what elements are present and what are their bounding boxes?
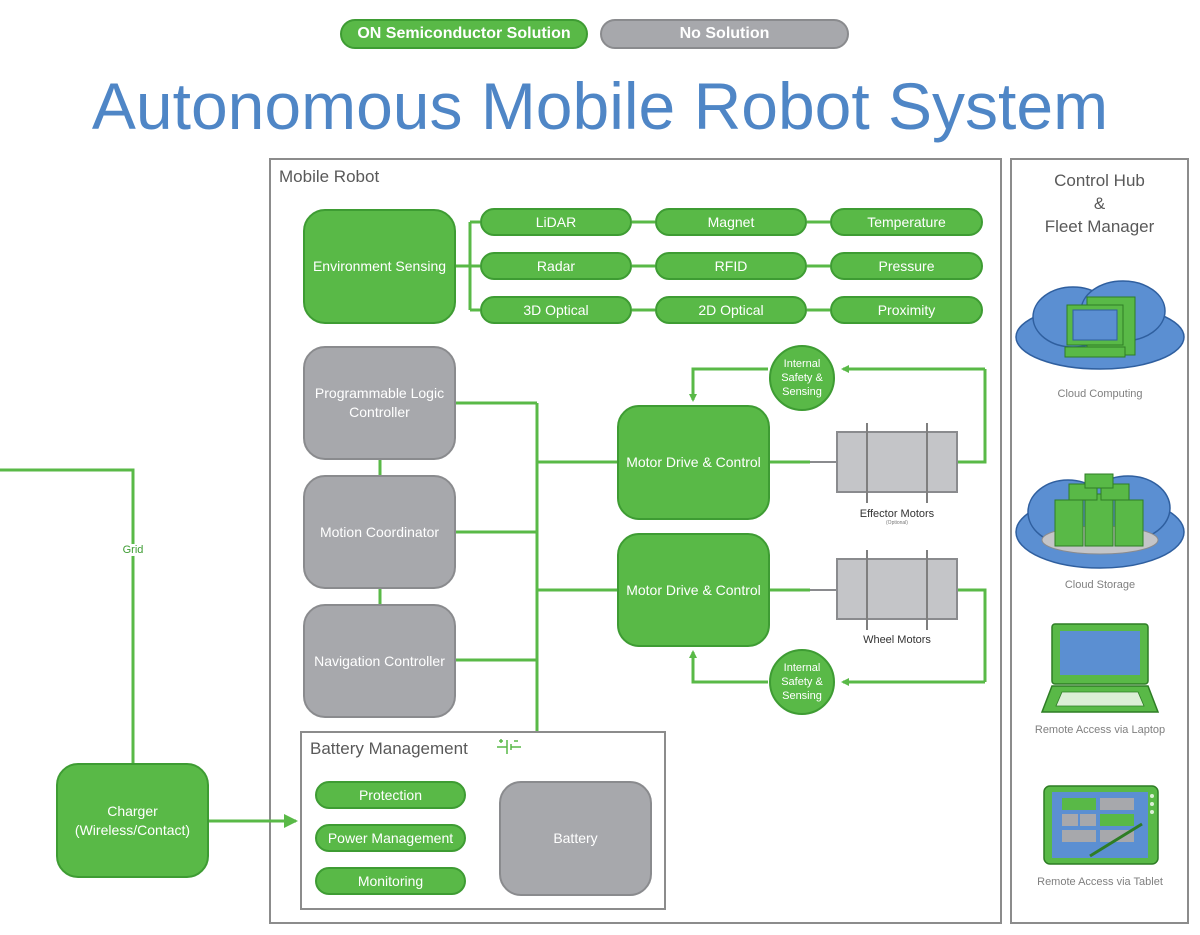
wheel-motors-label: Wheel Motors xyxy=(863,634,931,646)
laptop-icon xyxy=(1040,623,1160,713)
sensor-proximity: Proximity xyxy=(830,296,983,324)
wheel-motors-icon xyxy=(836,550,958,630)
cloud-storage-icon xyxy=(1015,473,1185,569)
effector-motor-shaft-1 xyxy=(866,423,868,503)
internal-safety-top: Internal Safety & Sensing xyxy=(769,345,835,411)
environment-sensing-block: Environment Sensing xyxy=(303,209,456,324)
charger-label-line2: (Wireless/Contact) xyxy=(74,821,191,838)
remote-laptop-label: Remote Access via Laptop xyxy=(1034,724,1166,736)
legend-no-solution: No Solution xyxy=(600,19,849,49)
battery-management-label: Battery Management xyxy=(310,739,468,758)
sensor-radar: Radar xyxy=(480,252,632,280)
sensor-lidar: LiDAR xyxy=(480,208,632,236)
grid-label: Grid xyxy=(116,544,150,556)
internal-safety-bottom: Internal Safety & Sensing xyxy=(769,649,835,715)
tablet-icon xyxy=(1043,785,1159,865)
motion-coordinator-block: Motion Coordinator xyxy=(303,475,456,589)
effector-motors-label: Effector Motors xyxy=(859,508,935,520)
sensor-2d-optical: 2D Optical xyxy=(655,296,807,324)
battery-block: Battery xyxy=(499,781,652,896)
effector-motors-icon xyxy=(836,423,958,503)
plc-block: Programmable Logic Controller xyxy=(303,346,456,460)
motor-drive-bottom: Motor Drive & Control xyxy=(617,533,770,647)
protection-pill: Protection xyxy=(315,781,466,809)
motor-drive-top: Motor Drive & Control xyxy=(617,405,770,520)
sensor-pressure: Pressure xyxy=(830,252,983,280)
battery-symbol-icon xyxy=(497,739,521,754)
sensor-temperature: Temperature xyxy=(830,208,983,236)
wheel-motor-shaft-1 xyxy=(866,550,868,630)
sensor-magnet: Magnet xyxy=(655,208,807,236)
control-hub-title-line1: Control Hub xyxy=(1054,171,1145,190)
control-hub-title-line2: & xyxy=(1093,194,1106,213)
wheel-motor-shaft-2 xyxy=(926,550,928,630)
cloud-computing-label: Cloud Computing xyxy=(1057,388,1143,400)
control-hub-title-line3: Fleet Manager xyxy=(1044,217,1155,236)
cloud-computing-icon xyxy=(1015,280,1185,370)
effector-motor-shaft-2 xyxy=(926,423,928,503)
navigation-controller-block: Navigation Controller xyxy=(303,604,456,718)
monitoring-pill: Monitoring xyxy=(315,867,466,895)
control-hub-title: Control Hub & Fleet Manager xyxy=(1010,169,1189,238)
sensor-rfid: RFID xyxy=(655,252,807,280)
power-management-pill: Power Management xyxy=(315,824,466,852)
charger-block: Charger (Wireless/Contact) xyxy=(56,763,209,878)
charger-label-line1: Charger xyxy=(107,802,158,819)
sensor-3d-optical: 3D Optical xyxy=(480,296,632,324)
page-title: Autonomous Mobile Robot System xyxy=(91,69,1109,143)
effector-optional-label: (Optional) xyxy=(886,520,908,526)
mobile-robot-label: Mobile Robot xyxy=(279,167,380,186)
cloud-storage-label: Cloud Storage xyxy=(1064,579,1136,591)
legend-on-semi: ON Semiconductor Solution xyxy=(340,19,588,49)
remote-tablet-label: Remote Access via Tablet xyxy=(1037,876,1163,888)
